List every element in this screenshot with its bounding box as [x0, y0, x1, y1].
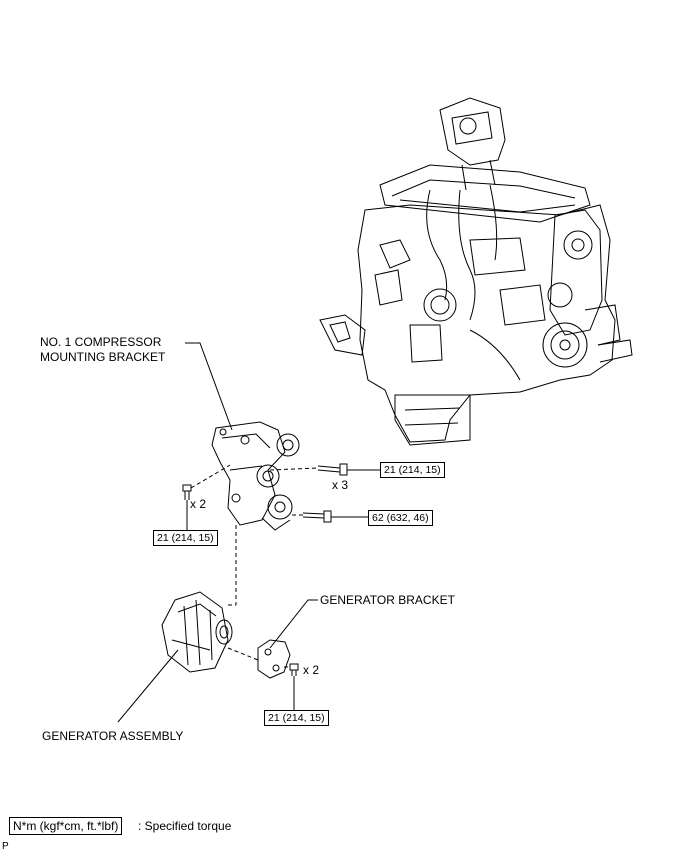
quantity-upper-bolts: x 3	[332, 478, 349, 492]
bolt-generator-bracket	[289, 663, 299, 676]
torque-box-upper-bolts: 21 (214, 15)	[380, 462, 445, 478]
generator-bracket-label: GENERATOR BRACKET	[320, 593, 455, 607]
torque-box-left-bolts: 21 (214, 15)	[153, 530, 218, 546]
quantity-generator-bracket-bolts: x 2	[303, 663, 320, 677]
engine-assembly	[319, 97, 633, 446]
torque-box-generator-bracket-bolts: 21 (214, 15)	[264, 710, 329, 726]
generator-bracket-drawing	[257, 639, 291, 679]
quantity-left-bolts: x 2	[190, 497, 207, 511]
compressor-bracket-label-line1: NO. 1 COMPRESSOR	[40, 335, 162, 349]
leader-lines	[117, 342, 380, 723]
bolt-upper	[317, 463, 348, 476]
compressor-bracket-label-line2: MOUNTING BRACKET	[40, 350, 166, 364]
generator-drawing	[161, 591, 233, 673]
corner-mark: P	[2, 841, 9, 852]
torque-box-lower-bolt: 62 (632, 46)	[368, 510, 433, 526]
legend-description: : Specified torque	[138, 819, 232, 833]
compressor-bracket-drawing	[211, 421, 300, 531]
bolt-lower	[302, 510, 332, 523]
dashed-assembly-lines	[190, 464, 319, 668]
legend-unit-box: N*m (kgf*cm, ft.*lbf)	[9, 817, 123, 835]
generator-assembly-label: GENERATOR ASSEMBLY	[42, 729, 184, 743]
